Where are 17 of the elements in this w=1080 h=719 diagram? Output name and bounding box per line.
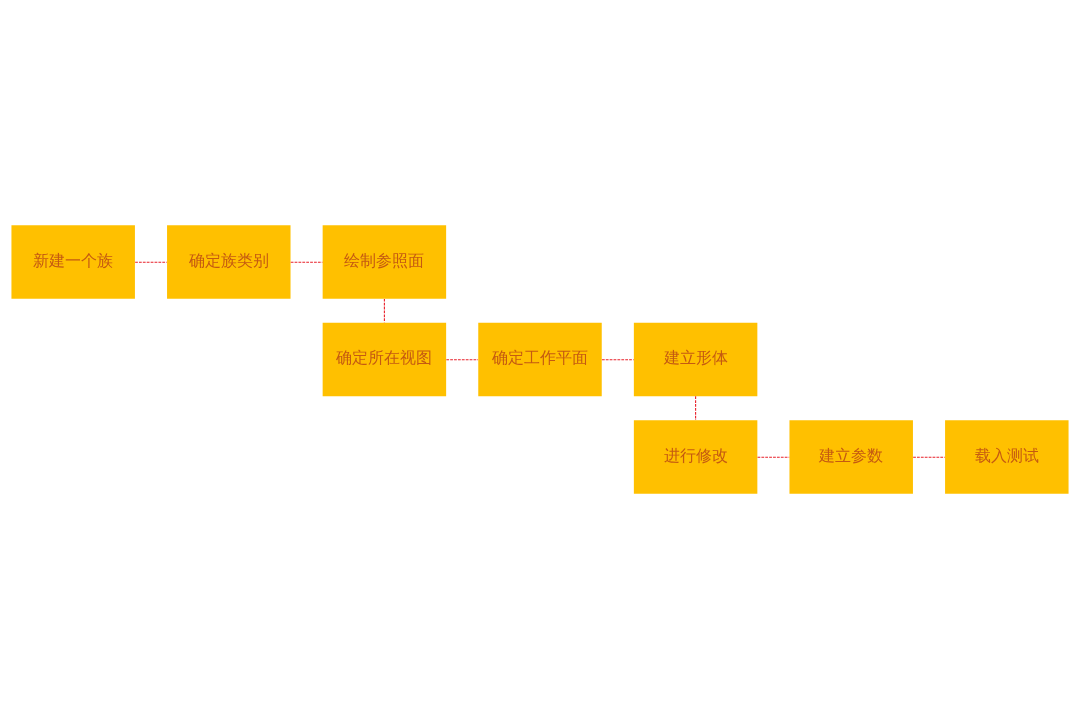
connector <box>695 395 697 421</box>
connector <box>912 456 946 458</box>
connector <box>757 456 790 458</box>
connector <box>290 261 323 263</box>
node-box: 确定所在视图 <box>322 322 447 397</box>
node-box: 新建一个族 <box>11 225 135 299</box>
node-box: 进行修改 <box>633 420 758 494</box>
connector <box>445 359 479 361</box>
connector <box>601 359 635 361</box>
node-box: 确定族类别 <box>167 225 291 299</box>
node-box: 载入测试 <box>945 420 1069 494</box>
node-box: 绘制参照面 <box>322 225 447 299</box>
node-box: 建立参数 <box>789 420 913 494</box>
node-box: 确定工作平面 <box>478 322 602 397</box>
connector <box>383 298 385 324</box>
connector <box>134 261 168 263</box>
node-box: 建立形体 <box>633 322 758 397</box>
